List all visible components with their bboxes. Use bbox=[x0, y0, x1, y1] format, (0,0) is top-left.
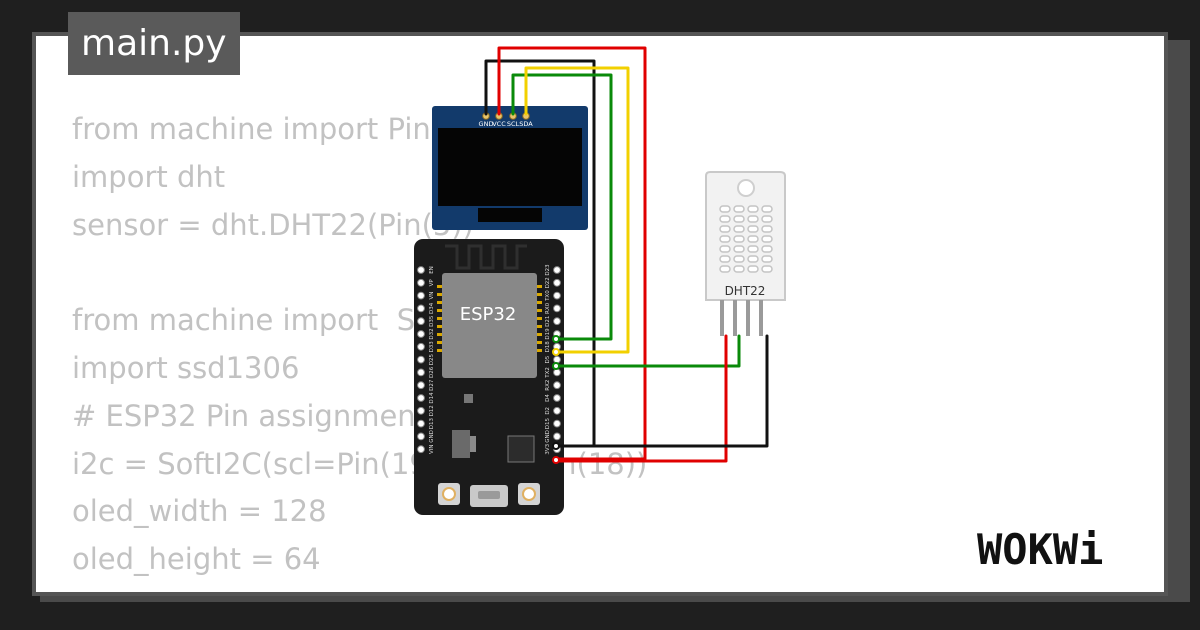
esp32-pin-label: EN bbox=[429, 266, 435, 274]
esp32-pin-label: TX0 bbox=[545, 290, 551, 302]
antenna-icon bbox=[445, 244, 527, 270]
esp32-pin-label: D18 bbox=[545, 341, 551, 353]
esp32-pin[interactable] bbox=[553, 355, 561, 364]
esp32-pin[interactable] bbox=[417, 394, 425, 402]
esp32-pin[interactable] bbox=[417, 278, 425, 287]
esp32-pin[interactable] bbox=[553, 432, 561, 441]
wokwi-logo: WOKWi bbox=[977, 525, 1103, 574]
code-line: import dht bbox=[72, 159, 226, 194]
esp32-pin-label: D22 bbox=[545, 277, 551, 288]
wire-dht-data bbox=[554, 334, 741, 368]
oled-screen bbox=[438, 128, 582, 206]
esp32-pin[interactable] bbox=[417, 355, 425, 364]
esp32-pin-label: D4 bbox=[545, 394, 551, 402]
esp32-module bbox=[442, 273, 537, 378]
esp32-pin-label: D21 bbox=[545, 316, 551, 327]
oled-pin-label: SDA bbox=[519, 120, 533, 128]
esp32-pin-label: VIN bbox=[429, 444, 435, 454]
code-line: sensor = dht.DHT22(Pin(5)) bbox=[72, 207, 474, 242]
esp32-pin[interactable] bbox=[553, 406, 561, 415]
esp32-pin-label: D23 bbox=[545, 264, 551, 276]
esp32-pin-label: D26 bbox=[429, 366, 435, 378]
esp32-pin-label: D25 bbox=[429, 353, 435, 365]
code-line: oled_width = 128 bbox=[72, 494, 327, 529]
esp32-left-pins: EN VP VN D34D35D32D33D25D26D27D14D12D13GNDV… bbox=[417, 266, 435, 454]
esp32-pin-label: D13 bbox=[429, 417, 435, 429]
esp32-pin-label: VN bbox=[429, 292, 435, 300]
mount-hole-icon bbox=[737, 179, 755, 197]
esp32-pin[interactable] bbox=[553, 317, 561, 326]
esp32-pin[interactable] bbox=[417, 317, 425, 326]
esp32-pin-label: GND bbox=[545, 430, 551, 443]
esp32-pin-label: TX2 bbox=[545, 367, 551, 379]
code-line: oled = ssd1306.SSD1306_I2C(oled_width, o… bbox=[72, 584, 931, 592]
esp32-pin-label: D34 bbox=[429, 302, 435, 314]
esp32-pin-label: VP bbox=[429, 279, 435, 287]
oled-pin-label: GND bbox=[479, 120, 494, 128]
esp32-pin[interactable] bbox=[417, 445, 425, 454]
esp32-pin[interactable] bbox=[417, 304, 425, 313]
esp32-pin[interactable] bbox=[553, 368, 561, 377]
esp32-pin[interactable] bbox=[417, 330, 425, 338]
esp32-pin-label: D2 bbox=[545, 407, 551, 415]
esp32-pin-label: RX2 bbox=[545, 380, 551, 391]
esp32-pin-label: D19 bbox=[545, 328, 551, 340]
esp32-pin[interactable] bbox=[553, 419, 561, 428]
oled-pin-label: SCL bbox=[507, 120, 520, 128]
esp32-pin-label: D5 bbox=[545, 355, 551, 363]
esp32-pin-label: D15 bbox=[545, 417, 551, 429]
esp32-pin[interactable] bbox=[417, 432, 425, 441]
esp32-pin[interactable] bbox=[417, 419, 425, 428]
esp32-board[interactable]: ESP32 ENVPVND34D35D32D33D25D26D27D14D12D… bbox=[414, 239, 564, 515]
regulator-chip bbox=[452, 430, 470, 458]
code-line: from machine import Pin bbox=[72, 112, 431, 146]
code-line: # ESP32 Pin assignment bbox=[72, 398, 428, 433]
esp32-pin[interactable] bbox=[417, 291, 425, 300]
dht22-label: DHT22 bbox=[725, 284, 766, 298]
code-line: oled_height = 64 bbox=[72, 542, 321, 577]
wire-dht-vcc bbox=[554, 334, 728, 463]
esp32-pin-label: 3V3 bbox=[545, 443, 551, 454]
wire-endpoints bbox=[552, 335, 560, 464]
oled-pin-label: VCC bbox=[492, 120, 506, 128]
esp32-pin-label: D35 bbox=[429, 315, 435, 327]
esp32-label: ESP32 bbox=[460, 304, 517, 325]
wire-oled-vcc bbox=[497, 46, 647, 461]
smd-component bbox=[464, 394, 473, 403]
usb-uart-chip bbox=[507, 435, 535, 463]
esp32-pin-label: D32 bbox=[429, 328, 435, 339]
esp32-pin[interactable] bbox=[417, 266, 425, 274]
esp32-pin-label: D12 bbox=[429, 405, 435, 416]
esp32-pin[interactable] bbox=[553, 394, 561, 402]
esp32-right-pins: D23D22TX0RX0D21D19D18D5TX2RX2D4D2D15GND3… bbox=[545, 264, 561, 455]
esp32-pin-label: RX0 bbox=[545, 302, 551, 314]
wire-dht-gnd bbox=[554, 334, 769, 448]
esp32-pin[interactable] bbox=[553, 266, 561, 274]
esp32-pin-label: D33 bbox=[429, 341, 435, 353]
dht22-sensor[interactable]: DHT22 bbox=[705, 171, 786, 336]
esp32-pin-label: GND bbox=[429, 430, 435, 443]
esp32-pin[interactable] bbox=[553, 291, 561, 300]
file-tab[interactable]: main.py bbox=[68, 12, 240, 75]
code-line: import ssd1306 bbox=[72, 350, 300, 385]
esp32-pin[interactable] bbox=[553, 304, 561, 313]
oled-ribbon bbox=[478, 208, 542, 222]
dht22-grille bbox=[719, 205, 773, 273]
wire-oled-sda bbox=[524, 66, 630, 354]
esp32-pin[interactable] bbox=[417, 381, 425, 390]
esp32-pin[interactable] bbox=[553, 278, 561, 287]
esp32-pin[interactable] bbox=[417, 406, 425, 415]
wires bbox=[484, 46, 769, 463]
esp32-pin[interactable] bbox=[417, 368, 425, 377]
wokwi-logo-text: WOKWi bbox=[977, 525, 1103, 574]
esp32-pin[interactable] bbox=[417, 342, 425, 351]
esp32-pin-label: D27 bbox=[429, 379, 435, 391]
wire-oled-scl bbox=[511, 73, 613, 341]
esp32-pin-label: D14 bbox=[429, 392, 435, 404]
esp32-pin[interactable] bbox=[553, 381, 561, 390]
